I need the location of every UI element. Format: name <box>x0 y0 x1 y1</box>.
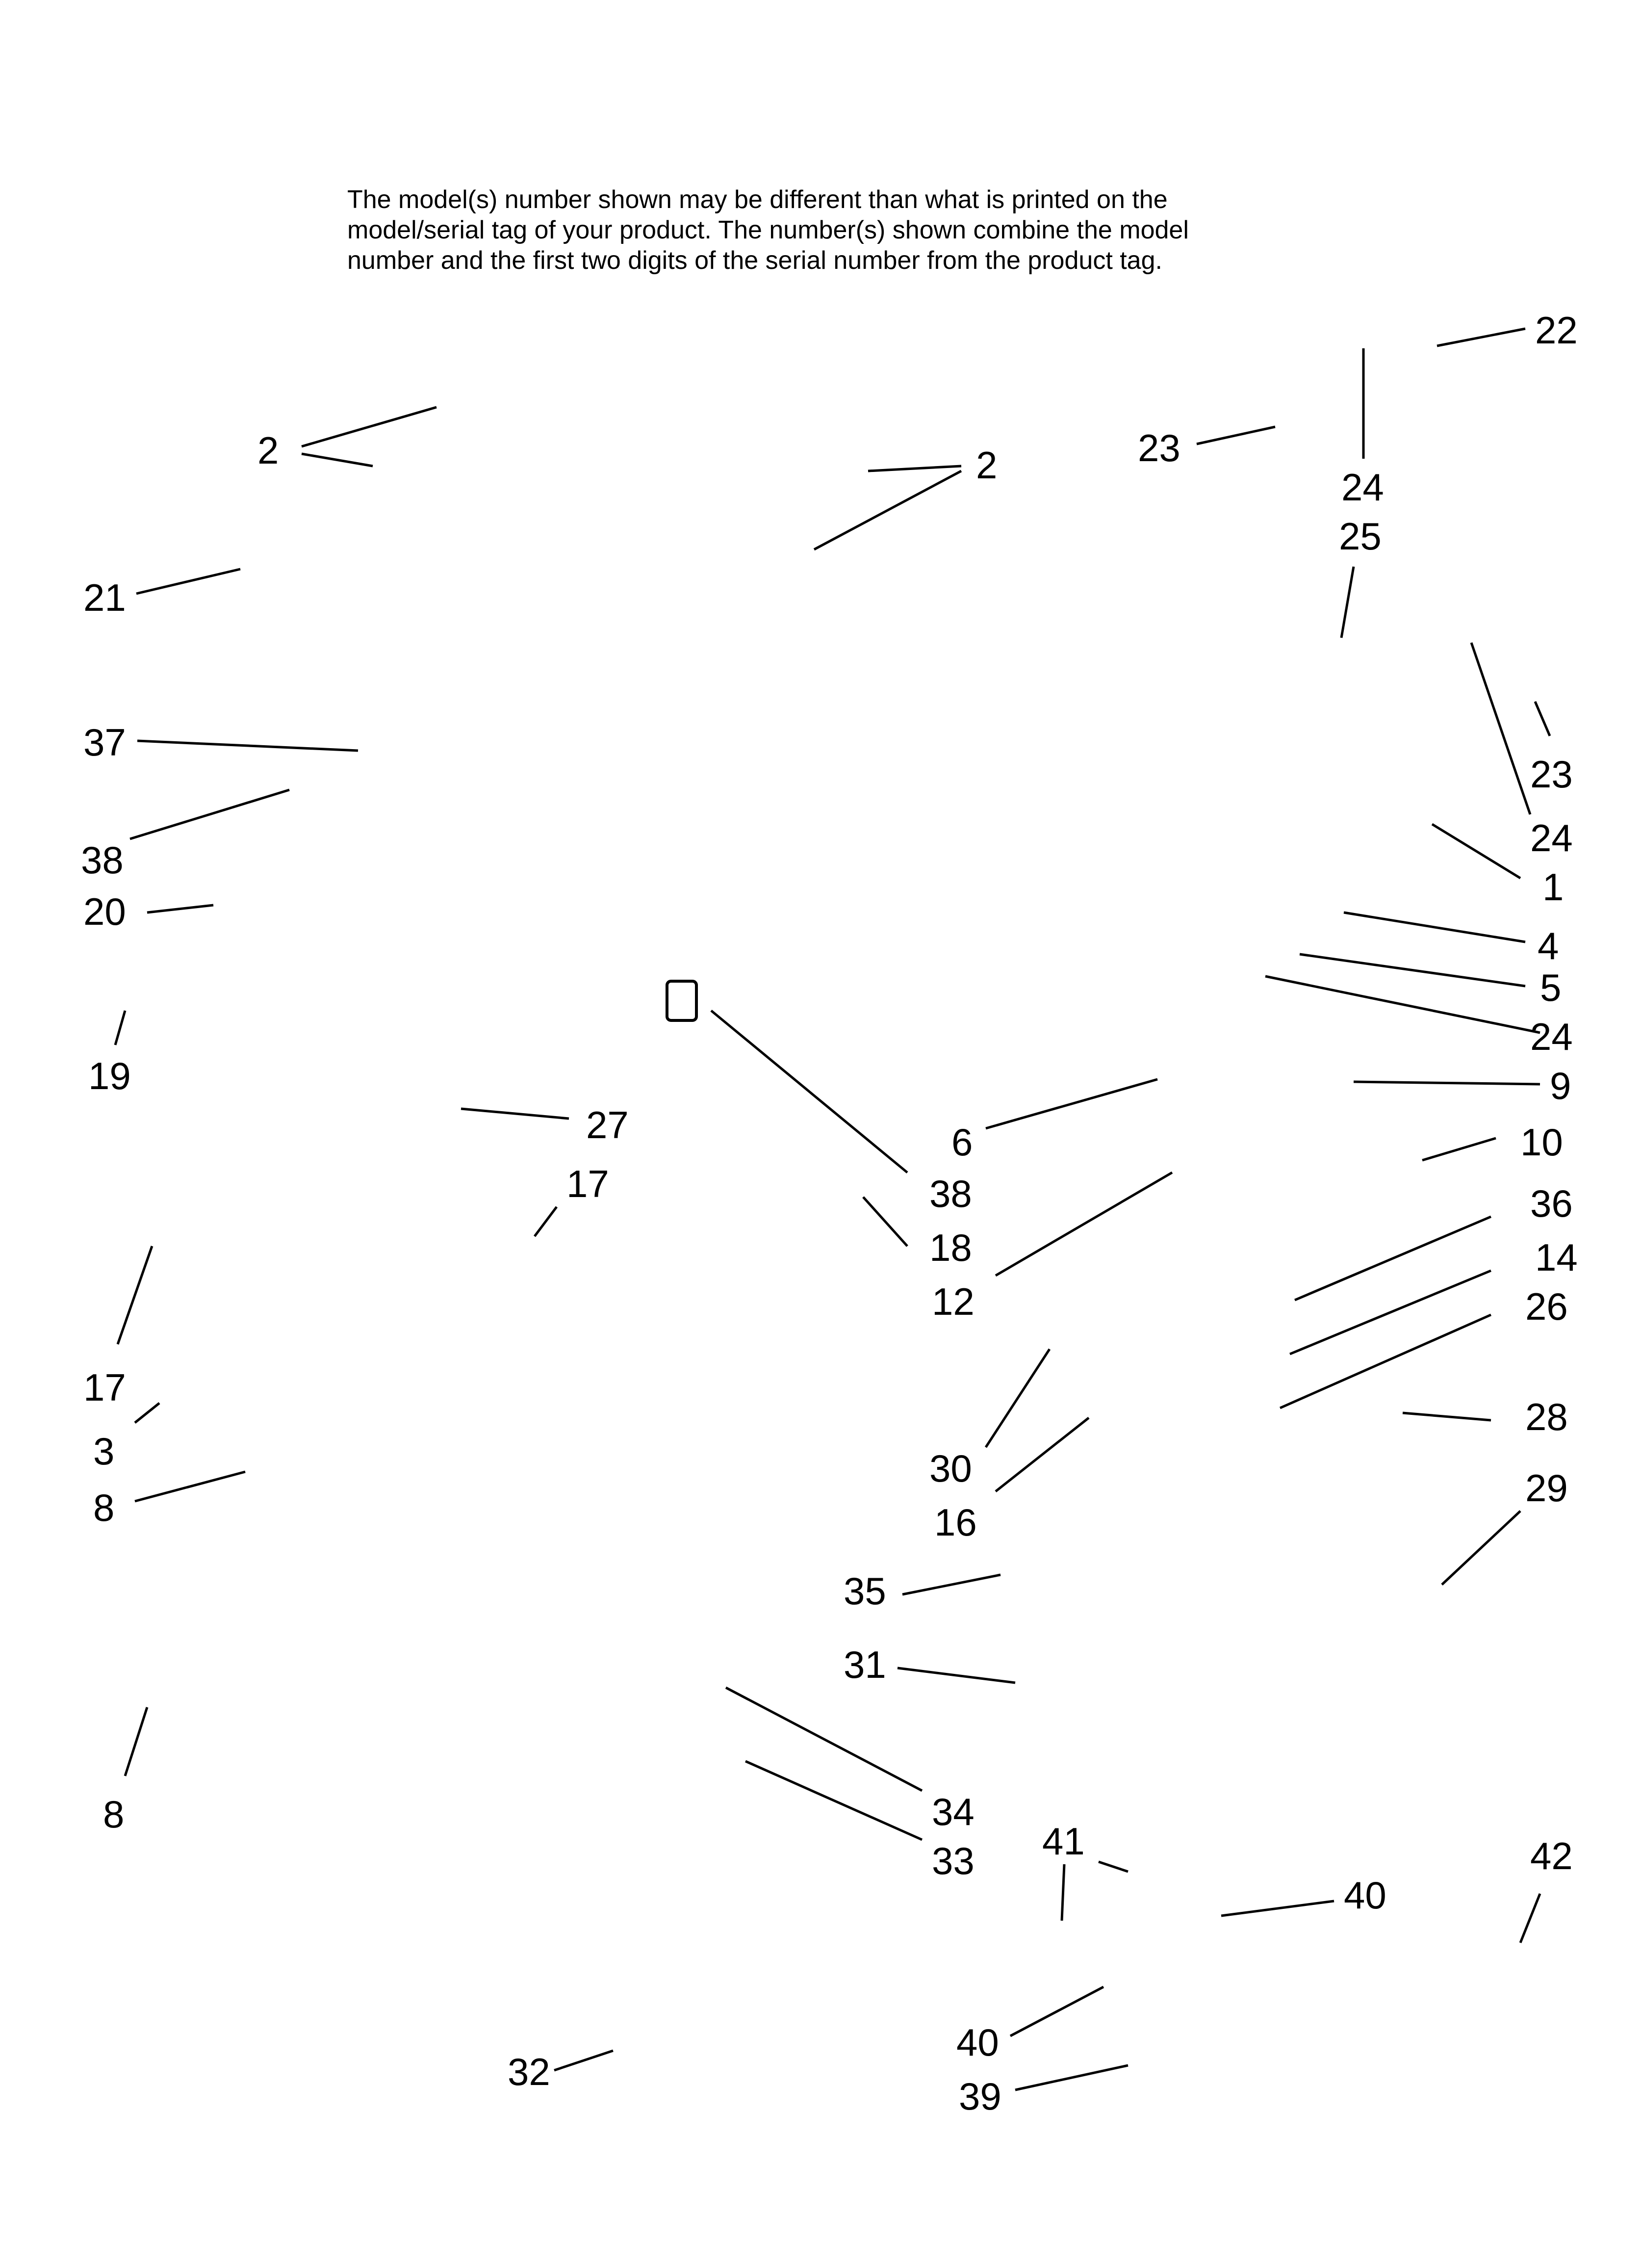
callout: 4 <box>1538 924 1559 967</box>
header-note-line: model/serial tag of your product. The nu… <box>347 216 1189 244</box>
callout: 35 <box>844 1569 886 1613</box>
callout: 31 <box>844 1643 886 1686</box>
callout: 39 <box>959 2075 1001 2118</box>
callout: 1 <box>1542 865 1564 909</box>
callout: 5 <box>1540 966 1561 1009</box>
leader-lines <box>114 327 1551 2091</box>
callout: 26 <box>1525 1285 1568 1328</box>
callout: 8 <box>93 1486 114 1529</box>
parts-layer: shelf shelf shelf shelf glass-shelf glas… <box>666 980 698 1022</box>
callout: 36 <box>1530 1182 1573 1225</box>
callout: 21 <box>83 576 126 619</box>
callout: 34 <box>932 1790 975 1833</box>
callout: 17 <box>566 1162 609 1205</box>
header-note: The model(s) number shown may be differe… <box>347 184 1377 276</box>
callout: 17 <box>83 1366 126 1409</box>
callout: 8 <box>103 1793 124 1836</box>
callout: 40 <box>1344 1874 1386 1917</box>
callout: 30 <box>929 1447 972 1490</box>
callout: 19 <box>88 1054 131 1097</box>
callout: 18 <box>929 1226 972 1269</box>
callout: 23 <box>1530 753 1573 796</box>
callout: 22 <box>1535 309 1578 352</box>
callout: 24 <box>1530 816 1573 860</box>
callout: 33 <box>932 1839 975 1882</box>
callout: 3 <box>93 1430 114 1473</box>
callout: 6 <box>951 1121 973 1164</box>
callout: 38 <box>81 838 124 882</box>
callout: 24 <box>1341 466 1384 509</box>
callout-labels: 2 2 21 37 38 20 19 27 17 17 3 8 8 38 18 … <box>81 309 1578 2118</box>
callout: 38 <box>929 1172 972 1215</box>
callout: 23 <box>1138 426 1180 469</box>
callout: 12 <box>932 1280 975 1323</box>
callout: 29 <box>1525 1466 1568 1510</box>
callout: 27 <box>586 1103 629 1147</box>
callout: 20 <box>83 890 126 933</box>
callout: 32 <box>508 2050 550 2093</box>
callout: 41 <box>1042 1820 1085 1863</box>
callout: 14 <box>1535 1236 1578 1279</box>
callout: 42 <box>1530 1834 1573 1877</box>
callout: 40 <box>956 2021 999 2064</box>
callout: 25 <box>1339 515 1382 558</box>
callout: 2 <box>976 443 997 487</box>
header-note-line: The model(s) number shown may be differe… <box>347 185 1168 214</box>
callout: 2 <box>257 429 279 472</box>
header-note-line: number and the first two digits of the s… <box>347 246 1162 275</box>
callout: 10 <box>1520 1121 1563 1164</box>
callout: 24 <box>1530 1015 1573 1058</box>
callout: 9 <box>1550 1064 1571 1107</box>
crisper-control <box>666 980 698 1022</box>
callout: 16 <box>934 1501 977 1544</box>
callout: 28 <box>1525 1395 1568 1438</box>
callout: 37 <box>83 721 126 764</box>
